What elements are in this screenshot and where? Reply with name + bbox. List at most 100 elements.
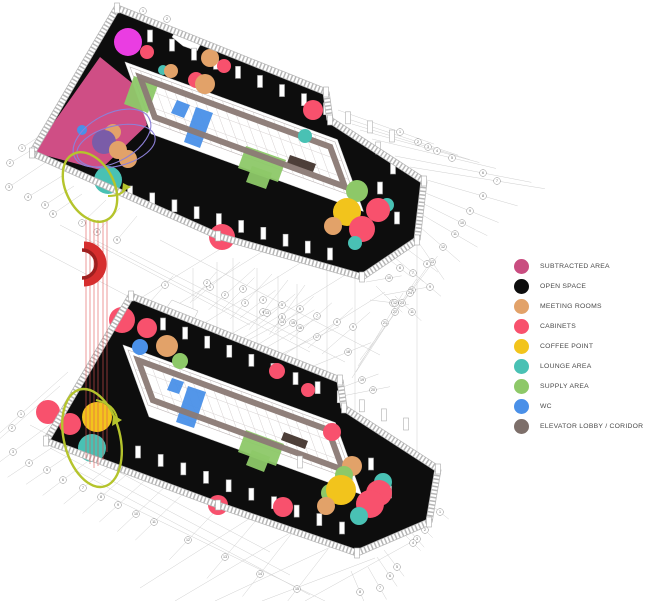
cabinet-bubble xyxy=(140,45,154,59)
svg-text:6: 6 xyxy=(399,266,401,270)
legend-item: LOUNGE AREA xyxy=(514,356,643,376)
svg-text:8: 8 xyxy=(100,495,102,499)
svg-text:18: 18 xyxy=(346,350,350,354)
grid-callout xyxy=(393,563,401,571)
svg-text:2: 2 xyxy=(224,293,226,297)
lounge-bubble xyxy=(350,507,368,525)
svg-text:8: 8 xyxy=(336,320,338,324)
grid-callout xyxy=(493,177,501,185)
perimeter-fence xyxy=(42,290,442,559)
supply-room-patch xyxy=(246,450,270,472)
cabinet-bubble xyxy=(301,383,315,397)
grid-callout xyxy=(18,144,26,152)
svg-text:15: 15 xyxy=(295,587,299,591)
svg-text:24: 24 xyxy=(408,291,412,295)
svg-text:19: 19 xyxy=(360,378,364,382)
grid-callout xyxy=(333,318,341,326)
legend-item: CABINETS xyxy=(514,316,643,336)
svg-text:2: 2 xyxy=(206,281,208,285)
svg-text:23: 23 xyxy=(400,301,404,305)
grid-callout xyxy=(376,584,384,592)
svg-text:2: 2 xyxy=(166,17,168,21)
svg-text:4: 4 xyxy=(27,195,29,199)
svg-text:9: 9 xyxy=(469,209,471,213)
legend-item: COFFEE POINT xyxy=(514,336,643,356)
svg-text:1: 1 xyxy=(439,510,441,514)
legend-item: WC xyxy=(514,396,643,416)
grid-callout xyxy=(451,230,459,238)
svg-text:4: 4 xyxy=(28,461,30,465)
function-bubbles xyxy=(36,307,392,525)
grid-callout xyxy=(93,228,101,236)
grid-callout xyxy=(6,159,14,167)
svg-text:16: 16 xyxy=(298,326,302,330)
svg-text:11: 11 xyxy=(453,232,457,236)
svg-text:1: 1 xyxy=(399,130,401,134)
legend: SUBTRACTED AREA OPEN SPACE MEETING ROOMS… xyxy=(514,256,643,436)
svg-text:7: 7 xyxy=(81,221,83,225)
cabinets-swatch xyxy=(514,318,529,334)
grid-callout xyxy=(8,424,16,432)
svg-text:7: 7 xyxy=(82,486,84,490)
grid-callout xyxy=(184,536,192,544)
grid-callout xyxy=(406,289,414,297)
grid-callout xyxy=(289,319,297,327)
svg-text:22: 22 xyxy=(393,310,397,314)
meeting-bubble xyxy=(156,335,178,357)
lounge-area-swatch xyxy=(514,358,529,374)
grid-callout xyxy=(426,283,434,291)
grid-callout xyxy=(458,219,466,227)
dark-room-patch xyxy=(281,432,308,449)
svg-text:5: 5 xyxy=(451,156,453,160)
svg-text:9: 9 xyxy=(116,238,118,242)
elevator-lobby-swatch xyxy=(514,418,529,434)
svg-text:3: 3 xyxy=(244,301,246,305)
svg-text:5: 5 xyxy=(46,468,48,472)
svg-text:3: 3 xyxy=(416,537,418,541)
cabinet-bubble xyxy=(59,413,81,435)
svg-text:9: 9 xyxy=(117,503,119,507)
legend-label: CABINETS xyxy=(540,322,576,330)
legend-item: MEETING ROOMS xyxy=(514,296,643,316)
grid-callout xyxy=(349,323,357,331)
annotations xyxy=(61,108,156,489)
olive-arrowhead xyxy=(122,183,131,192)
grid-callout xyxy=(259,296,267,304)
svg-text:20: 20 xyxy=(371,388,375,392)
svg-text:4: 4 xyxy=(436,149,438,153)
legend-label: OPEN SPACE xyxy=(540,282,587,290)
svg-text:12: 12 xyxy=(393,301,397,305)
svg-text:5: 5 xyxy=(44,203,46,207)
svg-text:1: 1 xyxy=(20,412,22,416)
svg-text:8: 8 xyxy=(426,262,428,266)
svg-text:12: 12 xyxy=(186,538,190,542)
svg-text:6: 6 xyxy=(52,212,54,216)
legend-label: SUBTRACTED AREA xyxy=(540,262,610,270)
grid-callout xyxy=(439,243,447,251)
svg-text:9: 9 xyxy=(429,285,431,289)
callout-group-between-floors: 123456789101112131415161718192021222324 xyxy=(149,256,438,397)
lounge-bubble xyxy=(298,129,312,143)
grid-callout xyxy=(150,518,158,526)
meeting-bubble xyxy=(119,150,137,168)
grid-callout xyxy=(344,348,352,356)
svg-text:21: 21 xyxy=(383,321,387,325)
svg-text:15: 15 xyxy=(291,321,295,325)
grid-callout xyxy=(79,484,87,492)
grid-callout xyxy=(161,281,169,289)
grid-callout xyxy=(114,501,122,509)
grid-callout xyxy=(241,299,249,307)
coffee-point-swatch xyxy=(514,338,529,354)
grid-callout xyxy=(466,207,474,215)
svg-text:8: 8 xyxy=(96,230,98,234)
grid-callout xyxy=(132,510,140,518)
svg-text:5: 5 xyxy=(396,565,398,569)
legend-item: ELEVATOR LOBBY / CORIDOR xyxy=(514,416,643,436)
svg-text:12: 12 xyxy=(441,245,445,249)
svg-text:14: 14 xyxy=(258,572,262,576)
grid-callout xyxy=(221,553,229,561)
